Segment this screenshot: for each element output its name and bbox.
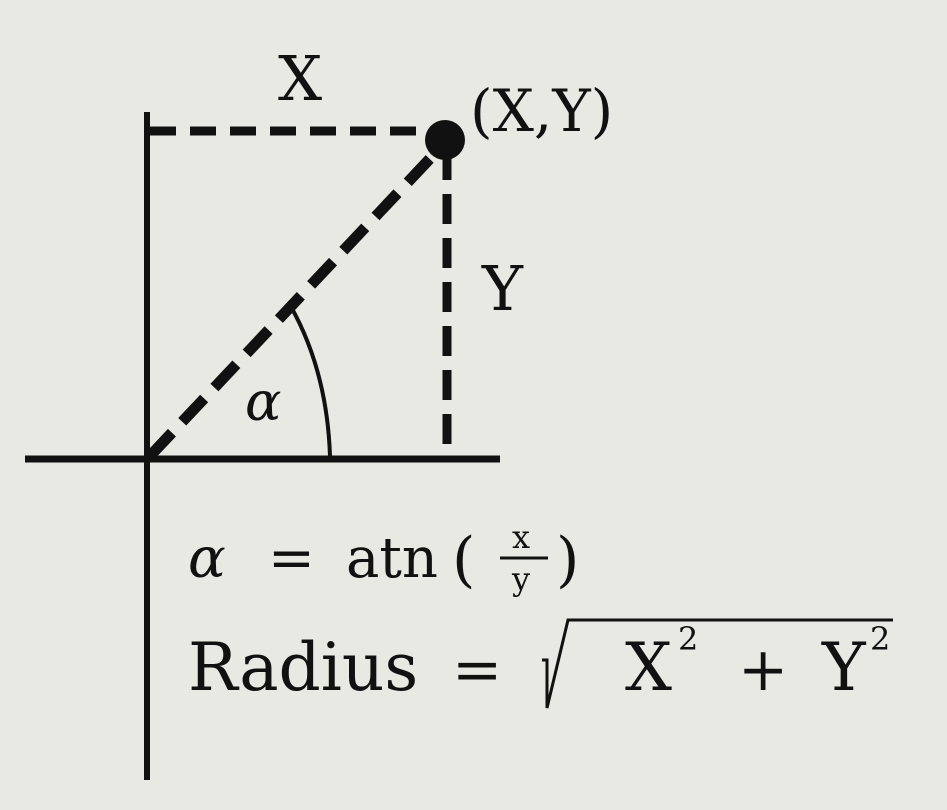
angle-formula-close-paren: ): [556, 525, 579, 595]
point-marker: [425, 120, 465, 160]
radius-plus: +: [738, 635, 788, 705]
angle-formula-denominator: y: [511, 560, 530, 598]
x-label: X: [278, 42, 322, 115]
angle-formula-func: atn: [346, 526, 438, 591]
radius-formula-equals: =: [452, 635, 502, 705]
radius-x-term: X: [625, 629, 672, 706]
angle-arc: [288, 304, 332, 457]
radius-y-exponent: 2: [870, 620, 890, 658]
angle-formula-numerator: x: [512, 518, 530, 556]
y-label: Y: [481, 252, 524, 325]
radius-x-exponent: 2: [678, 620, 698, 658]
square-root-sign: [542, 618, 893, 709]
radius-formula: Radius = X 2 + Y 2: [188, 618, 893, 709]
angle-formula-lhs: α: [188, 526, 226, 591]
angle-formula: α = atn ( x y ): [188, 518, 579, 598]
point-label: (X,Y): [470, 77, 613, 145]
radius-y-term: Y: [821, 629, 867, 706]
radius-dashed-line: [145, 144, 445, 460]
angle-formula-equals: =: [268, 526, 315, 591]
angle-formula-open-paren: (: [452, 525, 475, 595]
radius-formula-lhs: Radius: [188, 629, 418, 706]
angle-label: α: [245, 370, 281, 433]
